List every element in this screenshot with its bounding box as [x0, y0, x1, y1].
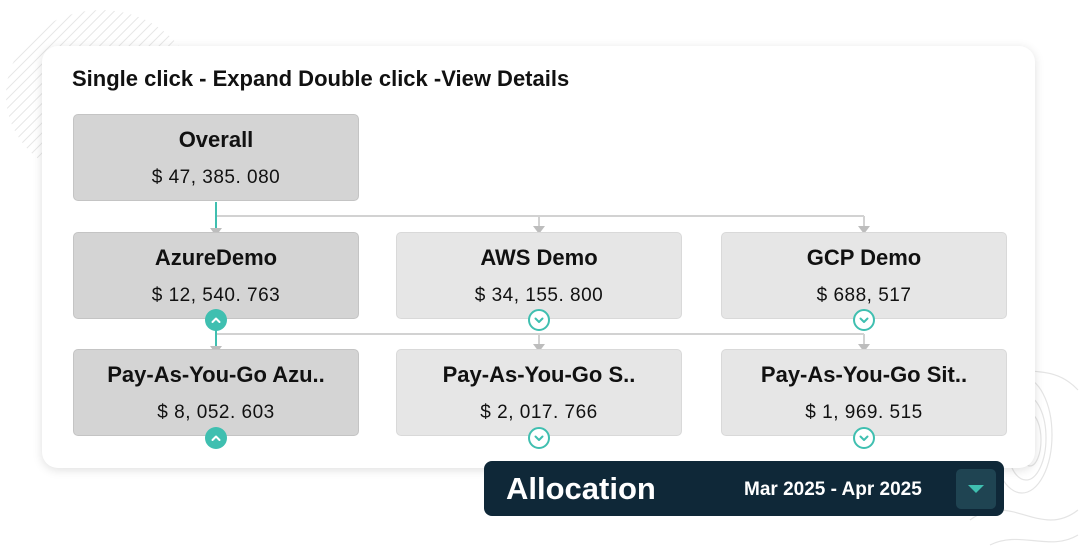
node-name: AWS Demo — [480, 245, 598, 270]
node-aws-demo[interactable]: AWS Demo $ 34, 155. 800 — [396, 232, 682, 319]
chevron-down-icon — [859, 435, 869, 441]
cost-hierarchy-card: Single click - Expand Double click -View… — [42, 46, 1035, 468]
node-cost-value: $ 8, 052. 603 — [157, 402, 275, 423]
node-payg-azure[interactable]: Pay-As-You-Go Azu.. $ 8, 052. 603 — [73, 349, 359, 436]
expand-toggle-gcp[interactable] — [853, 309, 875, 331]
date-range-label: Mar 2025 - Apr 2025 — [744, 479, 922, 500]
node-gcp-demo[interactable]: GCP Demo $ 688, 517 — [721, 232, 1007, 319]
caret-down-icon — [968, 485, 984, 493]
node-cost-value: $ 2, 017. 766 — [480, 402, 598, 423]
node-name: Pay-As-You-Go Sit.. — [760, 362, 968, 387]
node-name: AzureDemo — [154, 245, 278, 270]
date-range-dropdown-button[interactable] — [956, 469, 996, 509]
chevron-down-icon — [859, 317, 869, 323]
chevron-up-icon — [211, 317, 221, 323]
node-name: Pay-As-You-Go S.. — [442, 362, 636, 387]
node-payg-sit[interactable]: Pay-As-You-Go Sit.. $ 1, 969. 515 — [721, 349, 1007, 436]
tree-connectors — [210, 202, 870, 354]
expand-toggle-payg-s[interactable] — [528, 427, 550, 449]
expand-toggle-payg-sit[interactable] — [853, 427, 875, 449]
chevron-up-icon — [211, 435, 221, 441]
node-cost-value: $ 47, 385. 080 — [151, 167, 281, 188]
node-cost-value: $ 12, 540. 763 — [151, 285, 281, 306]
node-overall[interactable]: Overall $ 47, 385. 080 — [73, 114, 359, 201]
instruction-title: Single click - Expand Double click -View… — [72, 66, 570, 91]
node-cost-value: $ 1, 969. 515 — [805, 402, 923, 423]
allocation-title: Allocation — [506, 471, 656, 506]
chevron-down-icon — [534, 435, 544, 441]
expand-toggle-aws[interactable] — [528, 309, 550, 331]
collapse-toggle-azure[interactable] — [205, 309, 227, 331]
node-name: GCP Demo — [806, 245, 922, 270]
allocation-bar: Allocation Mar 2025 - Apr 2025 — [484, 461, 1004, 516]
node-payg-s[interactable]: Pay-As-You-Go S.. $ 2, 017. 766 — [396, 349, 682, 436]
chevron-down-icon — [534, 317, 544, 323]
node-azure-demo[interactable]: AzureDemo $ 12, 540. 763 — [73, 232, 359, 319]
collapse-toggle-payg-azure[interactable] — [205, 427, 227, 449]
node-name: Pay-As-You-Go Azu.. — [107, 362, 325, 387]
node-cost-value: $ 34, 155. 800 — [474, 285, 604, 306]
node-cost-value: $ 688, 517 — [816, 285, 912, 306]
node-name: Overall — [178, 127, 254, 152]
